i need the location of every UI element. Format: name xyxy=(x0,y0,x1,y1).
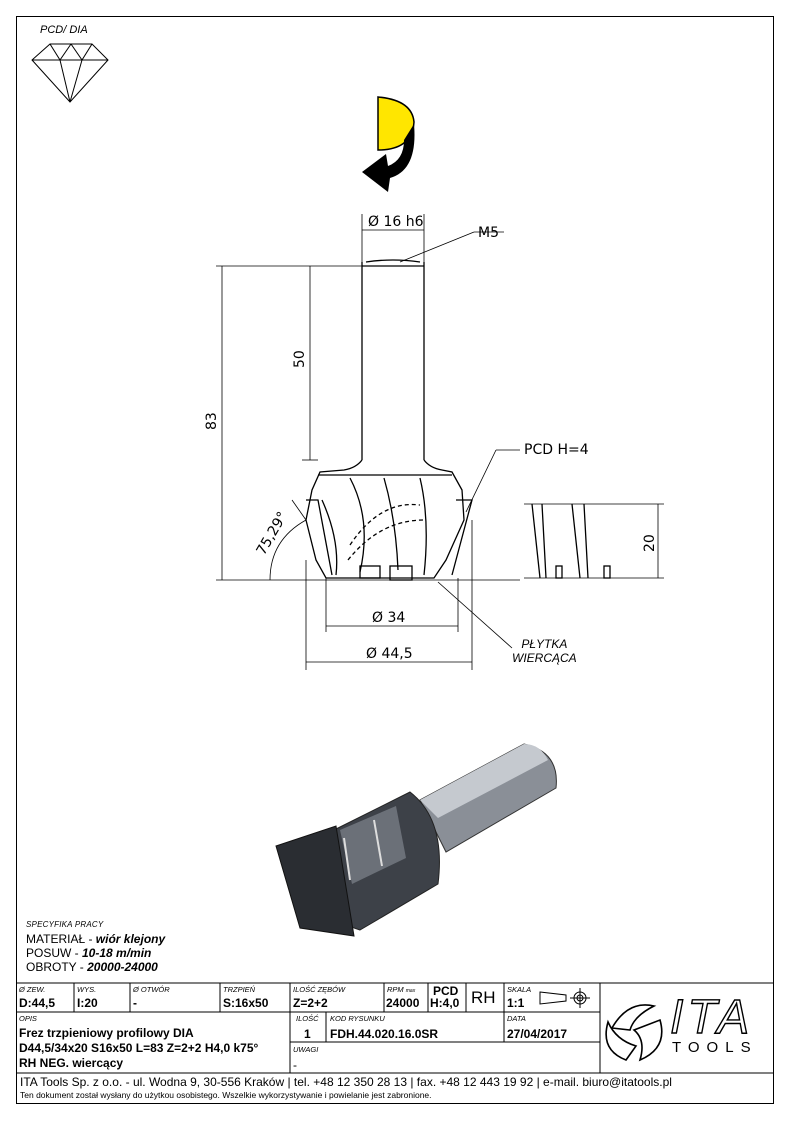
label-scale: SKALA xyxy=(507,985,532,994)
rotation-arrow-icon xyxy=(362,96,415,192)
rotation-direction: RH xyxy=(471,988,496,1007)
description-line-1: Frez trzpieniowy profilowy DIA xyxy=(19,1026,194,1040)
spec-row-speed: OBROTY - 20000-24000 xyxy=(26,960,158,974)
label-outer-diameter: Ø ZEW. xyxy=(19,985,46,994)
footer-address: ITA Tools Sp. z o.o. - ul. Wodna 9, 30-5… xyxy=(20,1075,672,1089)
material-symbol-label: PCD/ DIA xyxy=(40,24,88,36)
description-line-2: D44,5/34x20 S16x50 L=83 Z=2+2 H4,0 k75° xyxy=(19,1041,259,1055)
dim-pcd-height: PCD H=4 xyxy=(524,442,589,458)
label-description: OPIS xyxy=(19,1014,37,1023)
dim-diameter-34: Ø 34 xyxy=(372,610,405,626)
value-teeth: Z=2+2 xyxy=(293,996,328,1010)
label-notes: UWAGI xyxy=(293,1045,319,1054)
insert-callout: PŁYTKA WIERCĄCA xyxy=(512,637,577,665)
dim-height-20: 20 xyxy=(642,534,658,552)
section-view xyxy=(524,503,664,579)
dim-diameter-44-5: Ø 44,5 xyxy=(366,646,413,662)
label-height: WYS. xyxy=(77,985,97,994)
spec-rows: MATERIAŁ - wiór klejony POSUW - 10-18 m/… xyxy=(26,932,165,974)
sheet-border xyxy=(16,16,774,1104)
footer-disclaimer: Ten dokument został wysłany do użytkou o… xyxy=(20,1090,432,1100)
label-teeth: ILOŚĆ ZĘBÓW xyxy=(293,985,346,994)
value-notes: - xyxy=(293,1058,297,1072)
value-outer-diameter: D:44,5 xyxy=(19,996,56,1010)
dim-thread: M5 xyxy=(478,225,499,241)
value-quantity: 1 xyxy=(304,1027,311,1041)
projection-symbol-icon xyxy=(539,988,590,1008)
spec-row-material: MATERIAŁ - wiór klejony xyxy=(26,932,166,946)
description-line-3: RH NEG. wiercący xyxy=(19,1056,124,1070)
value-date: 27/04/2017 xyxy=(507,1027,568,1041)
logo-subtext: TOOLS xyxy=(672,1039,758,1056)
title-block-grid xyxy=(16,982,774,1074)
logo-text: ITA xyxy=(669,991,754,1044)
value-shank: S:16x50 xyxy=(223,996,269,1010)
dim-shank-length: 50 xyxy=(292,350,308,368)
label-shank: TRZPIEŃ xyxy=(223,985,256,994)
dim-shank-diameter: Ø 16 h6 xyxy=(368,214,424,230)
dim-total-length: 83 xyxy=(204,412,220,430)
value-height: I:20 xyxy=(77,996,98,1010)
ita-logo-icon xyxy=(605,1004,663,1062)
insert-callout-line-1: PŁYTKA xyxy=(521,637,568,651)
label-quantity: ILOŚĆ xyxy=(296,1014,319,1023)
label-date: DATA xyxy=(507,1014,526,1023)
value-scale: 1:1 xyxy=(507,996,525,1010)
value-drawing-code: FDH.44.020.16.0SR xyxy=(330,1027,439,1041)
label-bore: Ø OTWÓR xyxy=(133,985,170,994)
spec-title: SPECYFIKA PRACY xyxy=(26,920,104,929)
dim-angle: 75,29° xyxy=(254,509,291,558)
insert-callout-line-2: WIERCĄCA xyxy=(512,651,577,665)
spec-row-feed: POSUW - 10-18 m/min xyxy=(26,946,152,960)
label-drawing-code: KOD RYSUNKU xyxy=(330,1014,385,1023)
label-pcd: PCD xyxy=(433,984,459,998)
dimension-lines xyxy=(216,214,520,670)
cutter-side-view xyxy=(305,259,473,581)
diamond-icon xyxy=(31,43,109,103)
value-rpm: 24000 xyxy=(386,996,420,1010)
cutter-3d-view xyxy=(275,743,557,937)
label-rpm: RPM max xyxy=(387,985,416,994)
value-bore: - xyxy=(133,996,137,1010)
value-pcd: H:4,0 xyxy=(430,996,460,1010)
